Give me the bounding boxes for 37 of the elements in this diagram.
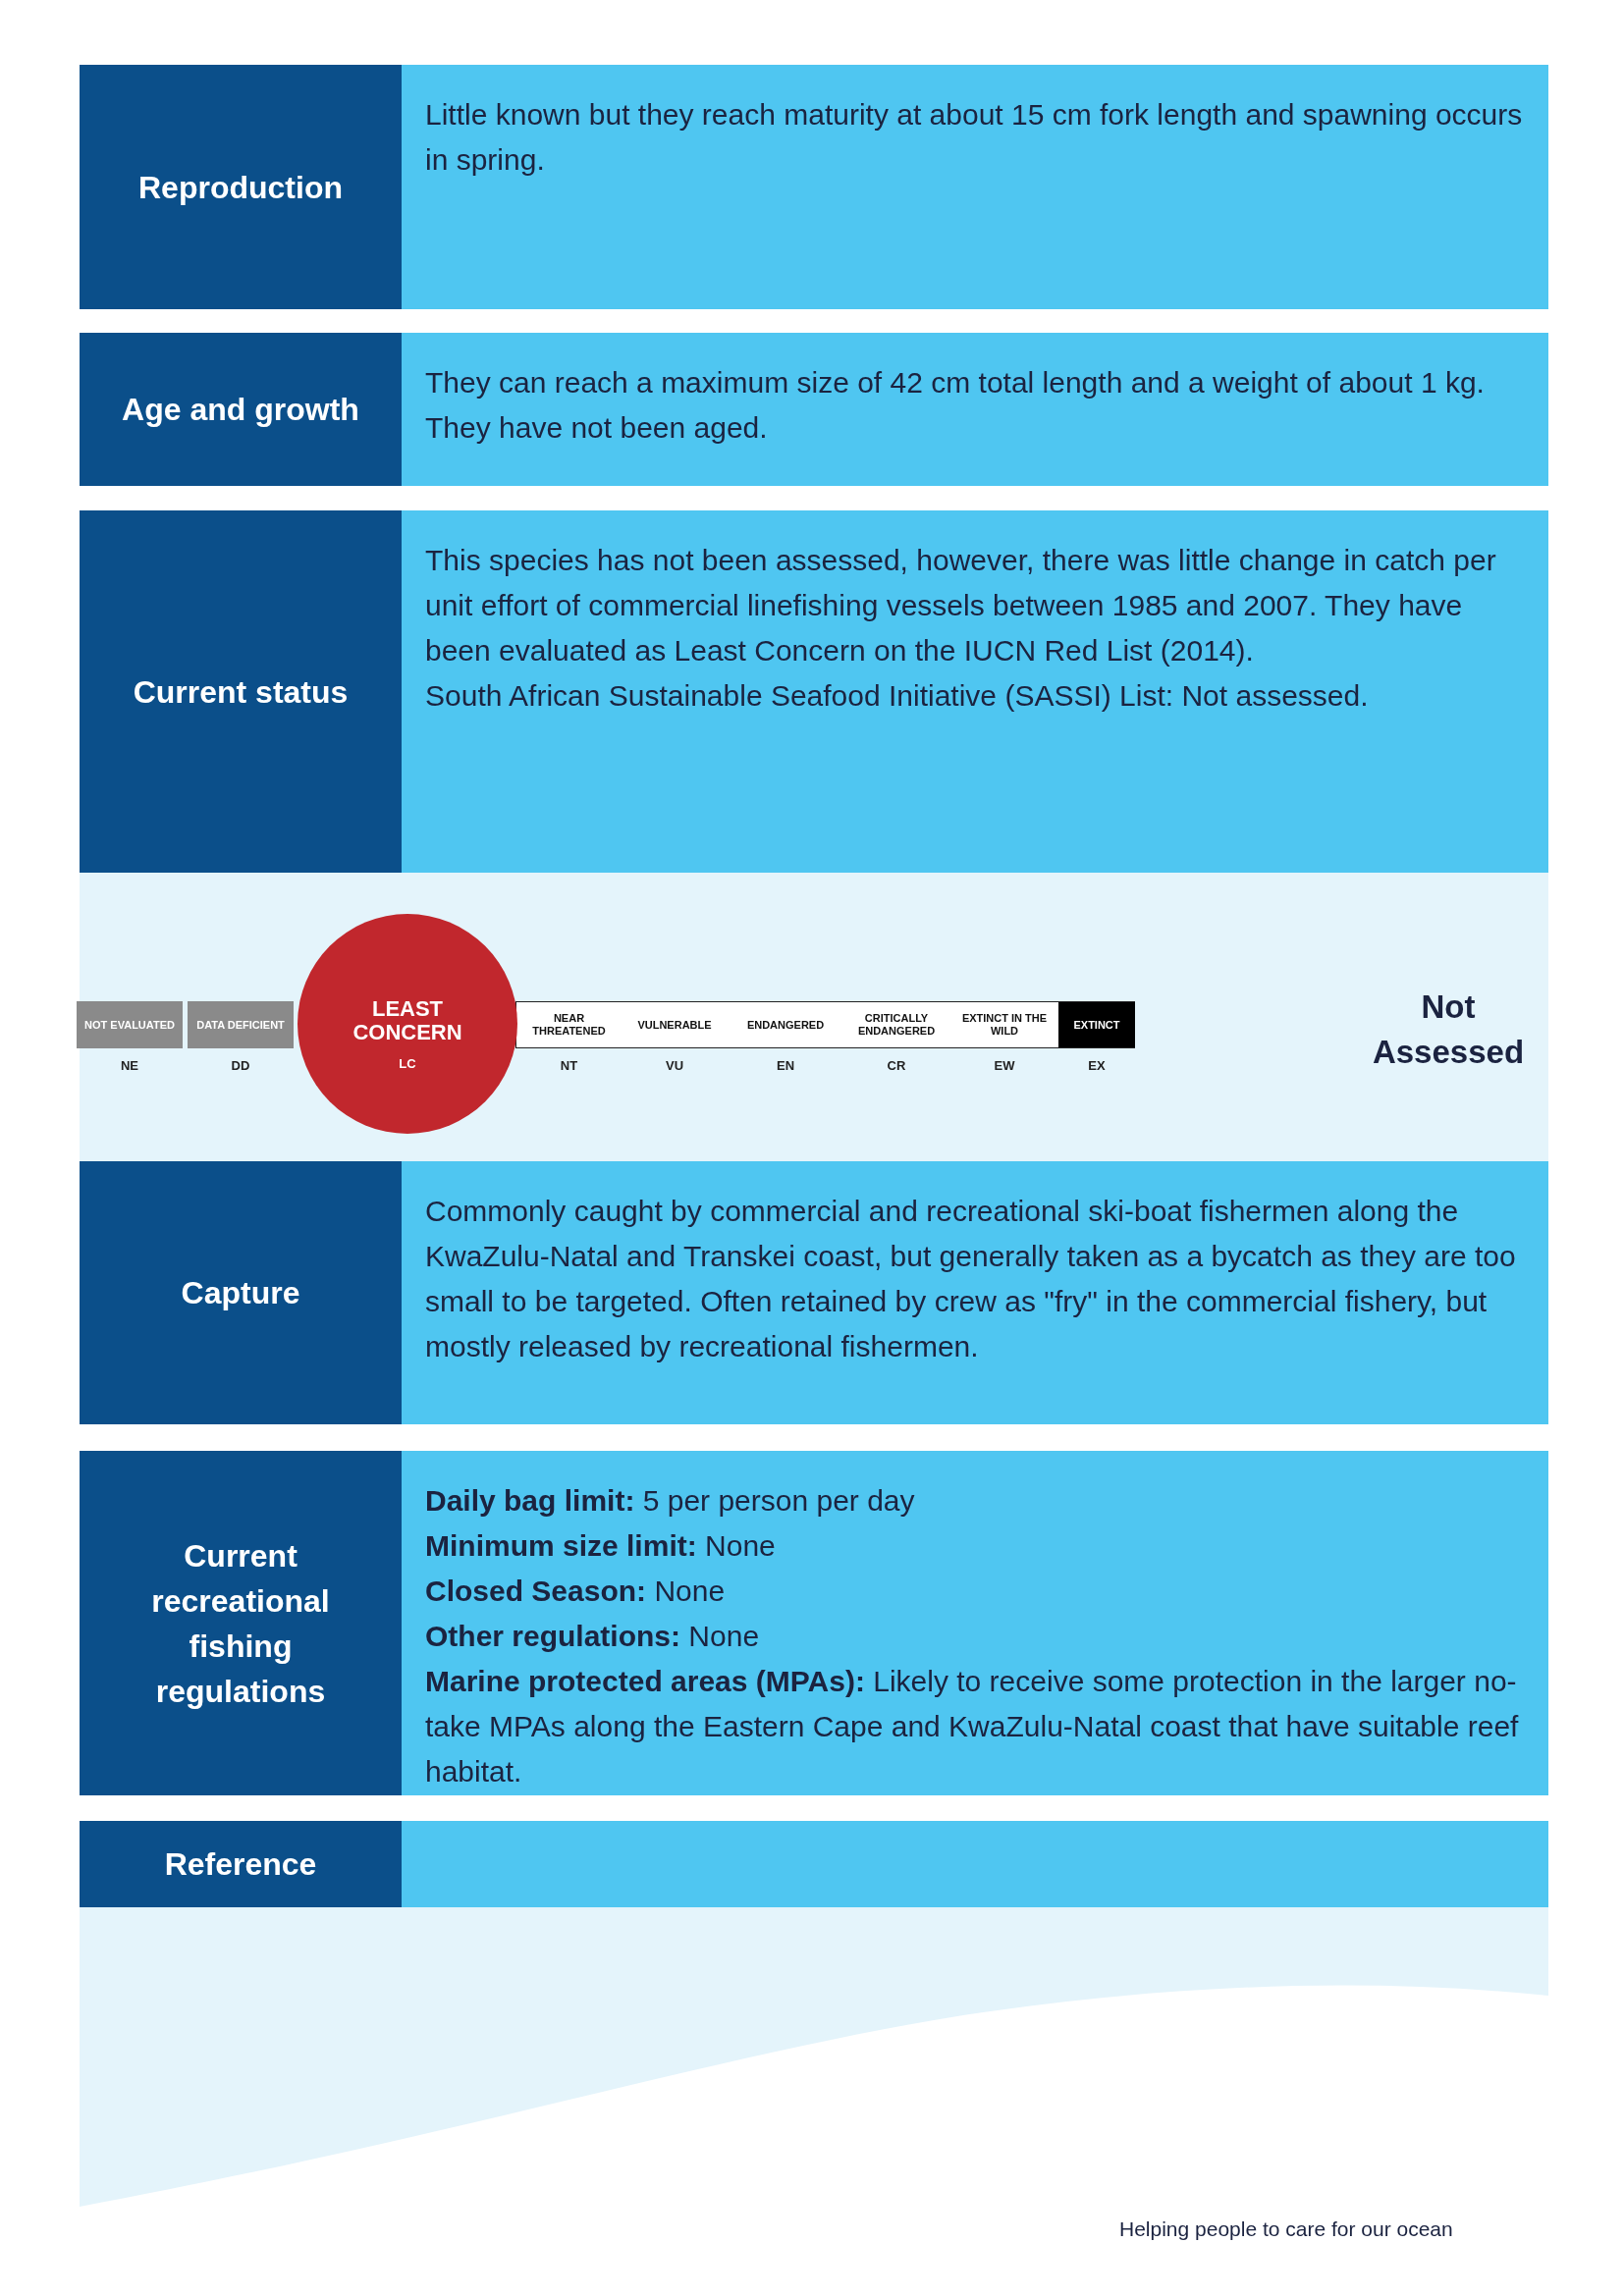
info-row	[80, 510, 1548, 873]
row-heading: Reference	[80, 1821, 402, 1907]
row-heading: Current recreational fishing regulations	[80, 1451, 402, 1795]
row-heading: Current status	[80, 510, 402, 873]
row-heading: Reproduction	[80, 65, 402, 309]
category-code: EN	[775, 1057, 796, 1075]
row-heading: Age and growth	[80, 333, 402, 486]
category-cell: NOT EVALUATED	[77, 1001, 183, 1048]
category-code: VU	[664, 1057, 685, 1075]
row-text: Little known but they reach maturity at about 15 cm fork length and spawning occurs in spring.	[425, 97, 1524, 178]
info-row	[80, 1161, 1548, 1424]
category-code: NE	[119, 1057, 140, 1075]
category-code: CR	[886, 1057, 907, 1075]
info-row	[80, 333, 1548, 486]
row-text: Commonly caught by commercial and recreational ski-boat fishermen along the KwaZulu-Natal and Transkei coast, but generally taken as a bycatch as they are too small to be targeted. Often retained by crew as "fry" in the commercial fishery, but mostly released by recreational fishermen.	[425, 1194, 1517, 1364]
row-text: South African Sustainable Seafood Initiative (SASSI) List: Not assessed.	[425, 678, 1370, 714]
status-label: Not Assessed	[1371, 988, 1526, 1072]
row-text: Minimum size limit: None	[425, 1528, 777, 1564]
category-code: EX	[1087, 1057, 1107, 1075]
category-name: LEAST CONCERN	[352, 997, 463, 1045]
row-text: Other regulations: None	[425, 1619, 761, 1654]
category-code: LC	[399, 1055, 416, 1074]
row-text: Closed Season: None	[425, 1574, 727, 1609]
tagline: Helping people to care for our ocean	[1119, 2216, 1453, 2242]
info-row	[80, 1821, 1548, 1907]
category-cell: EXTINCT	[1058, 1002, 1135, 1047]
category-cell: DATA DEFICIENT	[188, 1001, 294, 1048]
row-heading: Capture	[80, 1161, 402, 1424]
info-row	[80, 1451, 1548, 1795]
category-code: EW	[993, 1057, 1016, 1075]
category-code: NT	[559, 1057, 579, 1075]
info-row	[80, 65, 1548, 309]
row-text: This species has not been assessed, however, there was little change in catch per unit effort of commercial linefishing vessels between 1985 and 2007. They have been evaluated as Least Concern on the IUCN Red List (2014).	[425, 543, 1497, 668]
category-code: DD	[230, 1057, 251, 1075]
row-text: Daily bag limit: 5 per person per day	[425, 1483, 916, 1519]
row-text: They can reach a maximum size of 42 cm total length and a weight of about 1 kg. They have not been aged.	[425, 365, 1486, 446]
row-text: Marine protected areas (MPAs): Likely to receive some protection in the larger no-take MPAs along the Eastern Cape and KwaZulu-Natal coast that have suitable reef habitat.	[425, 1664, 1520, 1789]
